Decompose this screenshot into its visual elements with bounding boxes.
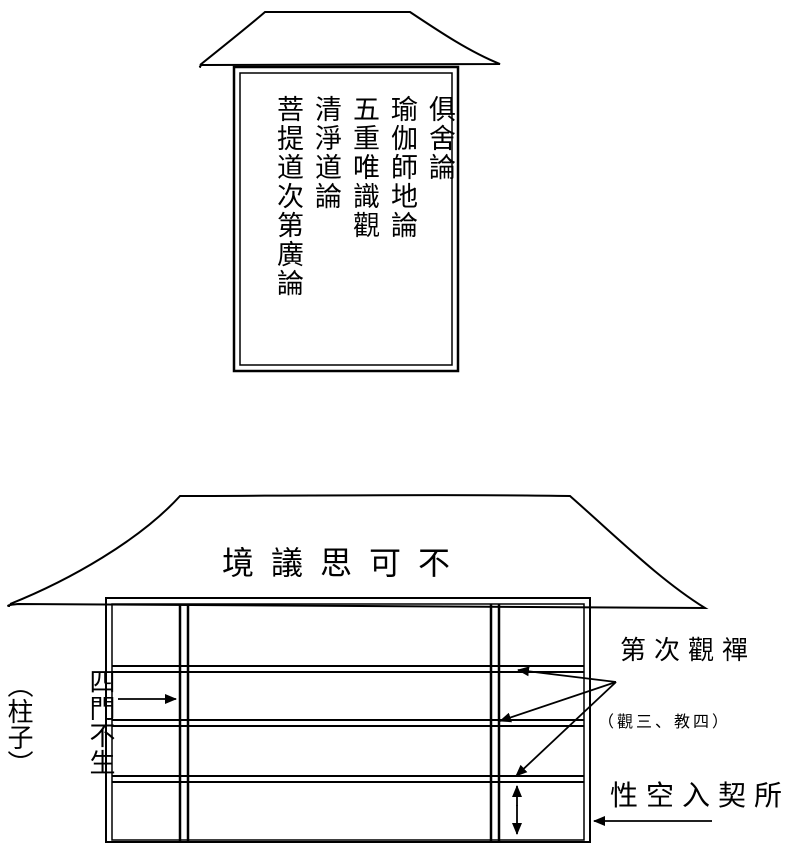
roof-title: 境議思可不 <box>222 544 468 582</box>
scroll-column-1: 俱舍論 <box>424 95 455 182</box>
scroll-column-3: 五重唯識觀 <box>348 95 379 240</box>
building-outer-frame <box>105 597 591 843</box>
left-label-four-gates: 四門不生 <box>85 668 115 776</box>
right-sub-label: （觀三、教四） <box>598 712 732 731</box>
step-arrow-2 <box>499 681 617 723</box>
right-top-label: 第次觀禪 <box>620 636 757 666</box>
step-arrow-3 <box>515 681 617 777</box>
top-scroll-outer-frame <box>232 65 460 373</box>
top-shrine-roof <box>198 11 501 68</box>
scroll-column-4: 清淨道論 <box>310 95 341 211</box>
main-shrine-roof <box>7 494 709 610</box>
scroll-column-5: 菩提道次第廣論 <box>272 95 303 298</box>
building-inner-frame <box>111 603 585 841</box>
right-bottom-label: 性空入契所 <box>610 779 791 812</box>
main-shrine <box>7 494 709 843</box>
top-shrine <box>198 11 501 373</box>
step-arrow-1 <box>517 666 617 683</box>
arrows <box>118 666 712 835</box>
scroll-column-2: 瑜伽師地論 <box>386 95 417 240</box>
top-scroll-inner-frame <box>239 72 453 366</box>
left-paren-label-pillar: （柱子） <box>3 672 33 776</box>
